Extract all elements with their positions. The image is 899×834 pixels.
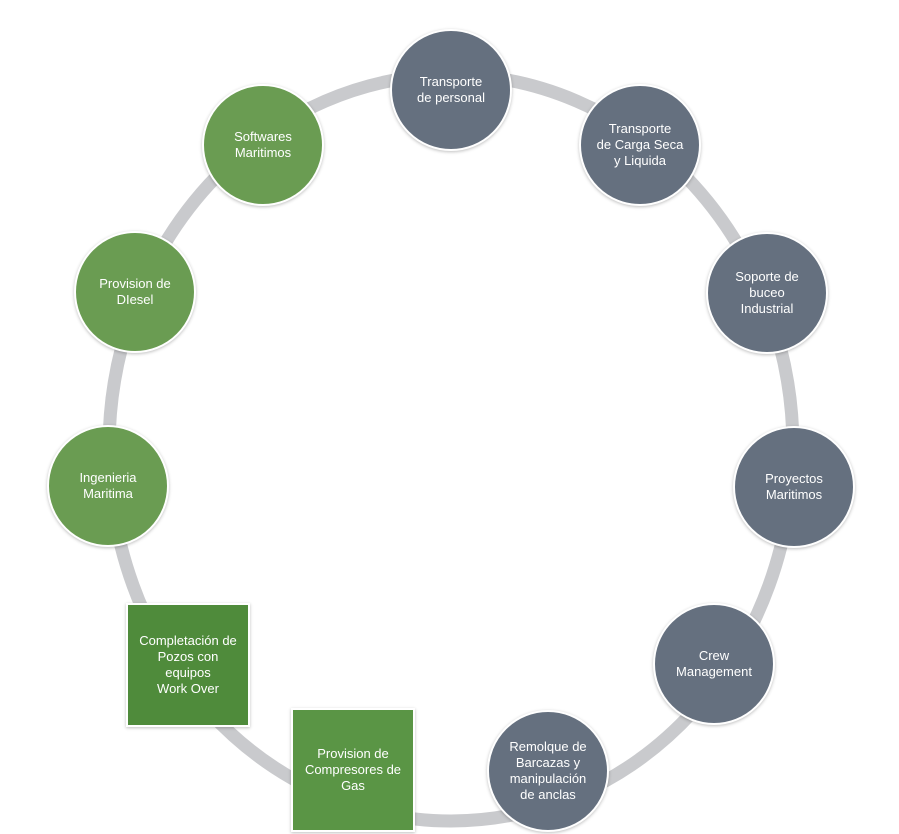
- node-ingenieria-maritima: Ingenieria Maritima: [47, 425, 169, 547]
- node-softwares-maritimos: Softwares Maritimos: [202, 84, 324, 206]
- node-crew-management: Crew Management: [653, 603, 775, 725]
- node-provision-diesel: Provision de DIesel: [74, 231, 196, 353]
- node-completacion-pozos: Completación de Pozos con equipos Work O…: [126, 603, 250, 727]
- node-transporte-personal: Transporte de personal: [390, 29, 512, 151]
- node-provision-compresores: Provision de Compresores de Gas: [291, 708, 415, 832]
- node-remolque-barcazas: Remolque de Barcazas y manipulación de a…: [487, 710, 609, 832]
- node-proyectos-maritimos: Proyectos Maritimos: [733, 426, 855, 548]
- node-transporte-carga: Transporte de Carga Seca y Liquida: [579, 84, 701, 206]
- node-soporte-buceo: Soporte de buceo Industrial: [706, 232, 828, 354]
